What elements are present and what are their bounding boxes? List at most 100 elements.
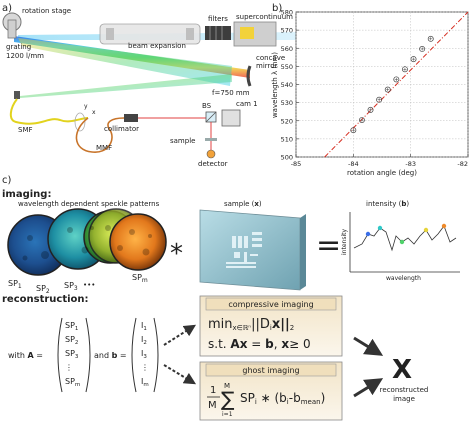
data-point xyxy=(410,56,417,63)
x-tick-label: -83 xyxy=(405,160,416,168)
panel-c-label: c) xyxy=(2,175,11,186)
reconstructed-x: X xyxy=(392,355,412,385)
data-point xyxy=(367,106,374,113)
beam-expansion-tube xyxy=(99,23,201,45)
laser-label: supercontinuum laser xyxy=(236,13,312,21)
y-tick-label: 550 xyxy=(281,63,293,71)
data-point-cross xyxy=(411,57,416,61)
imaging-heading: imaging: xyxy=(2,189,51,200)
collimator-label: collimator xyxy=(104,125,139,133)
grating-spec-label: 1200 l/mm xyxy=(6,52,44,60)
concave-label: concave xyxy=(256,54,285,62)
vector-entry: Im xyxy=(141,377,149,388)
data-point xyxy=(350,127,357,134)
collimator-icon xyxy=(124,114,138,122)
x-tick-label: -82 xyxy=(457,160,468,168)
rotation-stage-label: rotation stage xyxy=(22,7,71,15)
y-tick-label: 500 xyxy=(281,154,293,162)
data-point xyxy=(384,86,391,93)
vector-entry: ⋮ xyxy=(141,363,149,372)
detector-label: detector xyxy=(198,160,228,168)
data-points xyxy=(350,35,434,134)
speckle-grain xyxy=(22,225,152,261)
mmf-fiber xyxy=(75,117,125,153)
panel-b: b) 500510520530540550560570580-85-84-83-… xyxy=(271,3,469,177)
panel-a: a) rotation stage grating 1200 l/mm beam… xyxy=(2,3,312,168)
returning-beam xyxy=(20,74,232,98)
intensity-title: intensity (b) xyxy=(366,200,409,208)
linear-fit-line xyxy=(324,11,469,158)
beam-expansion-label: beam expansion xyxy=(128,42,186,50)
intensity-curve xyxy=(353,225,457,252)
vector-b-left-bracket xyxy=(131,317,137,393)
vector-entry: SP1 xyxy=(65,321,78,332)
data-point-cross xyxy=(420,47,424,51)
smf-label: SMF xyxy=(18,126,33,134)
sample-slide xyxy=(199,209,301,291)
y-tick-label: 510 xyxy=(281,135,293,143)
reconstructed-label-1: reconstructed xyxy=(380,386,429,394)
ghost-title: ghost imaging xyxy=(242,366,299,375)
data-point xyxy=(419,46,426,52)
intensity-sample-yellow xyxy=(423,227,429,233)
vector-entry: SPm xyxy=(65,377,80,388)
sample-slide-edge xyxy=(300,214,306,290)
bs-label: BS xyxy=(202,102,212,110)
y-tick-label: 520 xyxy=(281,117,293,125)
vector-entry: I1 xyxy=(141,321,147,332)
data-point xyxy=(358,117,365,123)
laser-aperture-icon xyxy=(240,27,254,39)
intensity-y-label: intensity xyxy=(341,229,348,255)
data-point-cross xyxy=(377,98,381,102)
data-point-cross xyxy=(360,118,364,122)
vector-entry: SP3 xyxy=(65,349,79,360)
x-axis-label: rotation angle (deg) xyxy=(347,169,417,177)
panel-b-label: b) xyxy=(272,3,282,14)
sample-title: sample (x) xyxy=(224,200,262,208)
camera-icon xyxy=(221,109,241,127)
y-tick-label: 580 xyxy=(281,9,293,17)
spm-label: SPm xyxy=(132,273,148,284)
arrow-to-compressive xyxy=(163,324,197,346)
sum-body: SPi ∗ (bi-bmean) xyxy=(240,391,325,406)
resolution-target-pattern xyxy=(226,232,262,268)
y-tick-label: 560 xyxy=(281,45,293,53)
vector-b-right-bracket xyxy=(153,317,159,393)
sp2-label: SP2 xyxy=(36,284,50,295)
intensity-x-label: wavelength xyxy=(386,275,421,282)
grating-label: grating xyxy=(6,43,31,51)
sum-lower-limit: i=1 xyxy=(222,411,233,418)
x-tick-label: -85 xyxy=(291,160,302,168)
speckle-title: wavelength dependent speckle patterns xyxy=(18,200,160,208)
data-point-cross xyxy=(368,108,373,112)
lens-1-icon xyxy=(106,28,114,40)
fraction-denominator: M xyxy=(208,400,217,411)
y-tick-label: 540 xyxy=(281,81,293,89)
y-tick-label: 530 xyxy=(281,99,293,107)
vector-entry: I3 xyxy=(141,349,147,360)
dispersed-beam-lower xyxy=(18,38,232,86)
reconstructed-label-2: image xyxy=(393,395,415,403)
plot-area xyxy=(295,11,469,158)
ellipsis-label: ••• xyxy=(83,281,95,289)
fiber-shaker-icon xyxy=(74,112,86,132)
filters-label: filters xyxy=(208,15,228,23)
data-point-cross xyxy=(386,87,390,92)
vector-entry: SP2 xyxy=(65,335,78,346)
equals-operator: = xyxy=(316,228,341,263)
sum-symbol: ∑ xyxy=(221,387,235,411)
fiber-coupler-icon xyxy=(14,91,20,99)
axis-x-label: x xyxy=(92,109,96,116)
objective-function: minx∈ℝⁿ||Dix||2 xyxy=(208,317,294,332)
concave-mirror-icon xyxy=(246,65,252,87)
smf-fiber xyxy=(9,98,89,125)
grating-icon xyxy=(7,19,17,39)
arrow-from-compressive xyxy=(353,336,384,356)
vector-entry: I2 xyxy=(141,335,147,346)
sample-slide-icon xyxy=(205,138,217,141)
and-b-label: and b = xyxy=(94,351,127,360)
ghost-imaging-box: ghost imaging 1 M M ∑ i=1 SPi ∗ (bi-bmea… xyxy=(199,361,343,421)
